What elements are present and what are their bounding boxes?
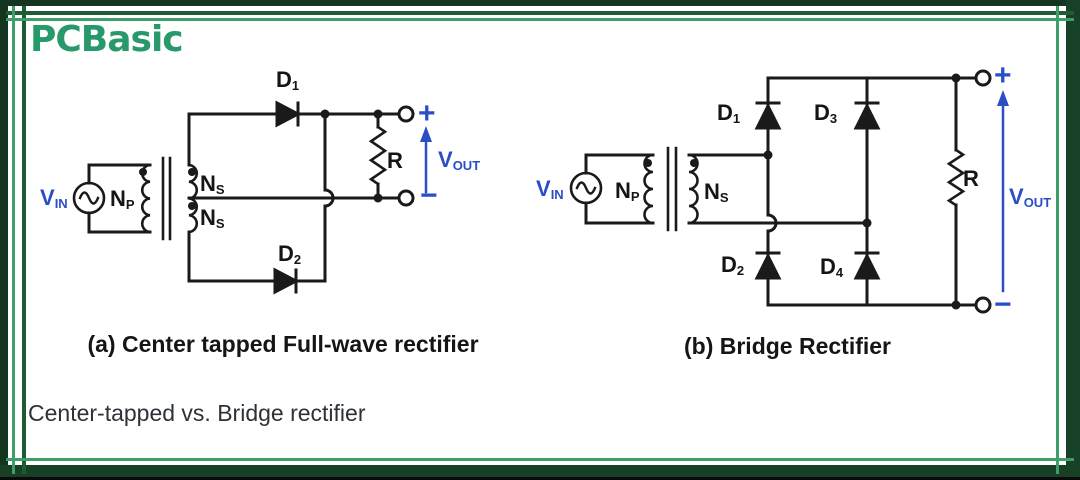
vout-arrow-b — [997, 90, 1009, 293]
frame-outer-bottom — [0, 465, 1080, 480]
label-np-b: NP — [615, 178, 640, 204]
vout-arrow-a — [420, 126, 432, 194]
frame-outer-top — [0, 0, 1080, 6]
frame-outer-left — [0, 0, 8, 480]
frame-bottom-edge — [0, 477, 1080, 480]
output-terminals-a — [397, 105, 415, 207]
label-ns2-a: NS — [200, 205, 225, 231]
ac-source-b — [569, 171, 603, 205]
frame-inner-bright-line-bottom — [6, 458, 1074, 461]
frame-inner-bright-line-top — [6, 18, 1074, 21]
plus-sign-b: + — [994, 59, 1012, 92]
junctions-b — [763, 73, 961, 310]
minus-sign-b: − — [994, 288, 1012, 321]
label-np-a: NP — [110, 186, 135, 212]
transformer-b — [584, 146, 699, 232]
resistor-b — [946, 148, 966, 208]
frame-outer-right — [1066, 0, 1080, 480]
frame-inner-dark-line-top — [6, 11, 1074, 15]
diode-b-d2 — [754, 251, 782, 280]
label-d2-b: D2 — [721, 252, 745, 278]
transformer-a — [87, 156, 198, 241]
junctions-a — [320, 109, 383, 203]
label-d2-a: D2 — [278, 241, 302, 267]
frame-inner-dark-line-left — [22, 6, 26, 474]
ac-source-a — [72, 181, 106, 215]
output-terminals-b — [974, 69, 992, 314]
frame-inner-bright-line-right — [1056, 6, 1059, 474]
frame-inner-bright-line-left — [12, 6, 15, 474]
diode-b-d1 — [754, 101, 782, 130]
label-ns1-a: NS — [200, 171, 225, 197]
label-d1-a: D1 — [276, 67, 300, 93]
label-r-a: R — [387, 148, 403, 173]
label-vin-b: VIN — [536, 176, 564, 202]
label-vout-a: VOUT — [438, 147, 481, 173]
diode-a-d2 — [273, 267, 300, 295]
resistor-a — [368, 125, 388, 186]
label-ns-b: NS — [704, 179, 729, 205]
diode-b-d4 — [853, 251, 881, 280]
caption-circuit-a: (a) Center tapped Full-wave rectifier — [87, 331, 479, 357]
brand-logo: PCBasic — [30, 19, 184, 60]
label-vout-b: VOUT — [1009, 184, 1052, 210]
label-d4-b: D4 — [820, 254, 844, 280]
label-d1-b: D1 — [717, 100, 741, 126]
minus-sign-a: − — [420, 179, 438, 212]
plus-sign-a: + — [418, 97, 436, 130]
label-r-b: R — [963, 166, 979, 191]
diode-b-d3 — [853, 101, 881, 130]
diode-a-d1 — [275, 100, 302, 128]
image-caption: Center-tapped vs. Bridge rectifier — [28, 400, 366, 426]
label-d3-b: D3 — [814, 100, 838, 126]
caption-circuit-b: (b) Bridge Rectifier — [683, 333, 892, 359]
label-vin-a: VIN — [40, 185, 68, 211]
